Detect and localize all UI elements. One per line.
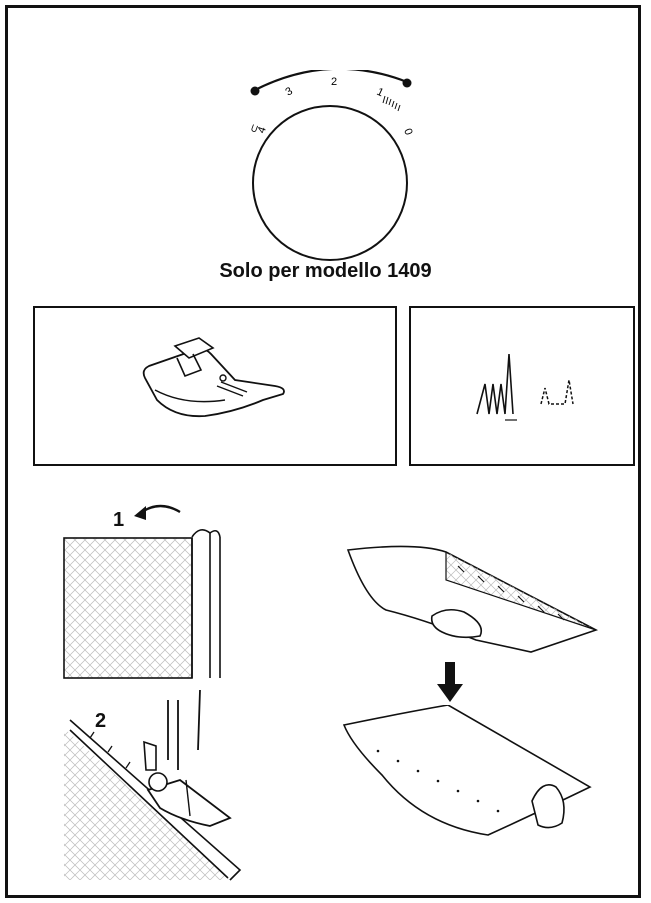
down-arrow-icon: [437, 662, 463, 702]
dial-label-4: 4: [256, 125, 269, 135]
sewing-blind-hem-illustration: [64, 690, 242, 881]
model-caption: Solo per modello 1409: [219, 260, 432, 282]
zigzag-presser-foot-icon: [142, 337, 285, 418]
dial-arc-start-dot: [250, 86, 260, 96]
dial-label-3: 3: [284, 85, 295, 98]
dial-label-2: 2: [331, 76, 337, 88]
dial-range-arc: [254, 70, 408, 91]
dial-arc-end-dot: [402, 78, 412, 88]
dial-knob-circle: [252, 105, 408, 261]
finished-hem-illustration: [342, 705, 592, 836]
dial-fine-tick-marks: [382, 95, 401, 112]
stitch-pattern-box: [409, 306, 635, 466]
blind-hem-stitch-pattern-icon: [476, 353, 574, 421]
step-2-number: 2: [95, 710, 107, 732]
presser-foot-box: [33, 306, 397, 466]
dial-label-0: 0: [401, 127, 414, 137]
hand-fold-fabric-illustration: [346, 545, 599, 653]
curved-arrow-icon: [134, 504, 181, 520]
step-1-number: 1: [113, 509, 125, 531]
dial-buttonhole-symbol: ⊂: [248, 122, 262, 135]
fabric-fold-illustration: [63, 529, 221, 679]
stitch-length-dial: 4 ⊂ 3 2 1 0: [248, 70, 415, 261]
dial-label-1: 1: [375, 86, 386, 99]
